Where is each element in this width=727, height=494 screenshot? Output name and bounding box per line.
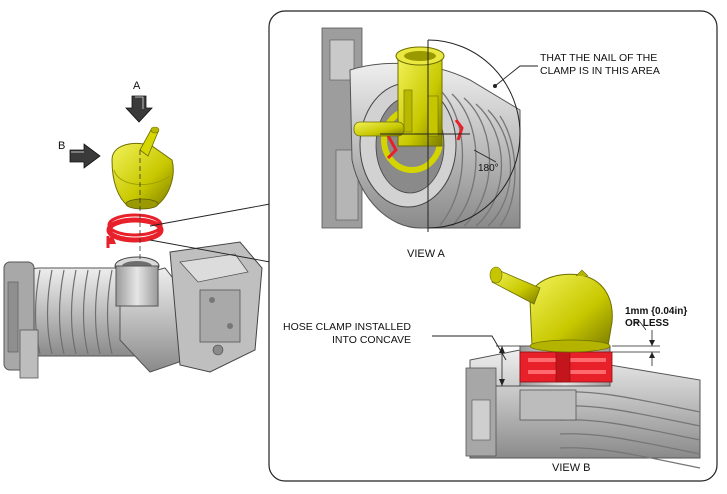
nail-area-callout: THAT THE NAIL OF THE CLAMP IS IN THIS AR…: [540, 52, 660, 78]
arrow-a-label: A: [133, 80, 141, 92]
dimension-leader-line: [634, 321, 647, 331]
leader-line-top: [149, 203, 271, 227]
angle-label: 180°: [478, 163, 499, 174]
nail-leader-line: [494, 65, 538, 87]
view-b-illustration: [465, 266, 701, 469]
hose-callout-line-1: HOSE CLAMP INSTALLED: [283, 321, 411, 333]
main-assembly: [3, 95, 263, 379]
dimension-line-1: 1mm {0.04in}: [625, 306, 688, 317]
view-a-illustration: [321, 27, 521, 232]
nail-callout-line-1: THAT THE NAIL OF THE: [540, 52, 658, 64]
hose-elbow: [114, 256, 191, 373]
nail-callout-line-2: CLAMP IS IN THIS AREA: [540, 65, 660, 77]
throttle-body: [169, 241, 263, 373]
hose-clamp-callout: HOSE CLAMP INSTALLED INTO CONCAVE: [283, 321, 411, 347]
leader-line-bottom: [149, 239, 271, 263]
dimension-line-2: OR LESS: [625, 318, 669, 329]
arrow-a-icon: [125, 95, 153, 123]
view-a-label: VIEW A: [407, 248, 445, 260]
view-b-label: VIEW B: [552, 462, 591, 474]
dimension-callout: 1mm {0.04in} OR LESS: [625, 306, 687, 330]
yellow-elbow-part: [111, 126, 174, 210]
arrow-b-icon: [69, 143, 101, 169]
nail-leader-dot: [493, 84, 497, 88]
hose-clamp-leader-line: [432, 335, 507, 361]
hose-clamp-part: [106, 213, 164, 248]
hose-callout-line-2: INTO CONCAVE: [332, 334, 411, 346]
arrow-b-label: B: [58, 140, 66, 152]
